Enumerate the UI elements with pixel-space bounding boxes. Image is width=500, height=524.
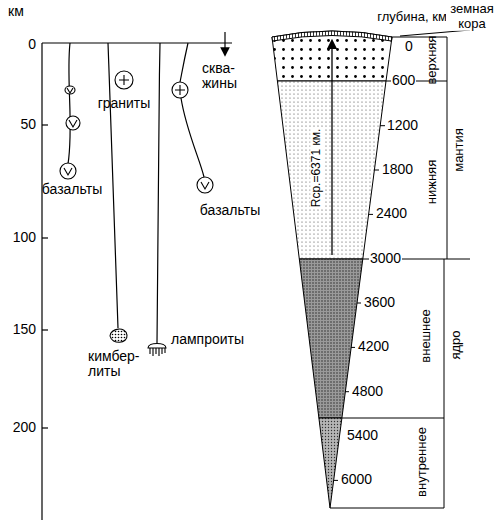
layer-name: земная кора [446, 2, 498, 31]
rock-label: лампроиты [171, 332, 244, 347]
layer-name: нижняя [425, 160, 439, 204]
radius-label: Rср.=6371 км. [310, 128, 323, 209]
depth-scale-label: 2400 [375, 206, 408, 221]
depth-axis [42, 43, 232, 520]
rock-label: граниты [98, 96, 151, 111]
rock-label: базальты [200, 203, 260, 218]
layer-name: мантия [452, 127, 466, 173]
borehole-label: сква- жины [202, 61, 248, 92]
depth-tick-label: 150 [13, 322, 36, 337]
layer-name: верхняя [425, 36, 439, 85]
rock-label: базальты [42, 182, 102, 197]
depth-scale-label: 6000 [340, 472, 373, 487]
layer-name: внутреннее [415, 427, 429, 497]
depth-scale-label: 4800 [351, 384, 384, 399]
layer-name: внешнее [419, 309, 433, 362]
depth-scale-label: 1800 [381, 162, 414, 177]
depth-scale-label: 600 [391, 73, 416, 88]
depth-scale-label: 3000 [369, 251, 402, 266]
axis-unit: км [8, 4, 24, 19]
depth-tick-label: 50 [20, 117, 36, 132]
layer-boundaries [330, 30, 470, 508]
rock-label: кимбер- литы [88, 349, 150, 380]
earth-wedge [272, 31, 392, 508]
depth-scale-label: 3600 [363, 295, 396, 310]
rock-sample-icons [60, 71, 213, 356]
depth-scale-label: 0 [404, 39, 414, 54]
depth-scale-label: 5400 [346, 428, 379, 443]
scale-title: глубина, км [376, 10, 448, 24]
depth-tick-label: 100 [13, 230, 36, 245]
radius-arrow [331, 44, 332, 255]
depth-tick-label: 200 [13, 420, 36, 435]
layer-name: ядро [449, 329, 463, 360]
depth-scale-label: 4200 [357, 339, 390, 354]
depth-tick-label: 0 [28, 37, 36, 52]
depth-scale-label: 1200 [386, 118, 419, 133]
